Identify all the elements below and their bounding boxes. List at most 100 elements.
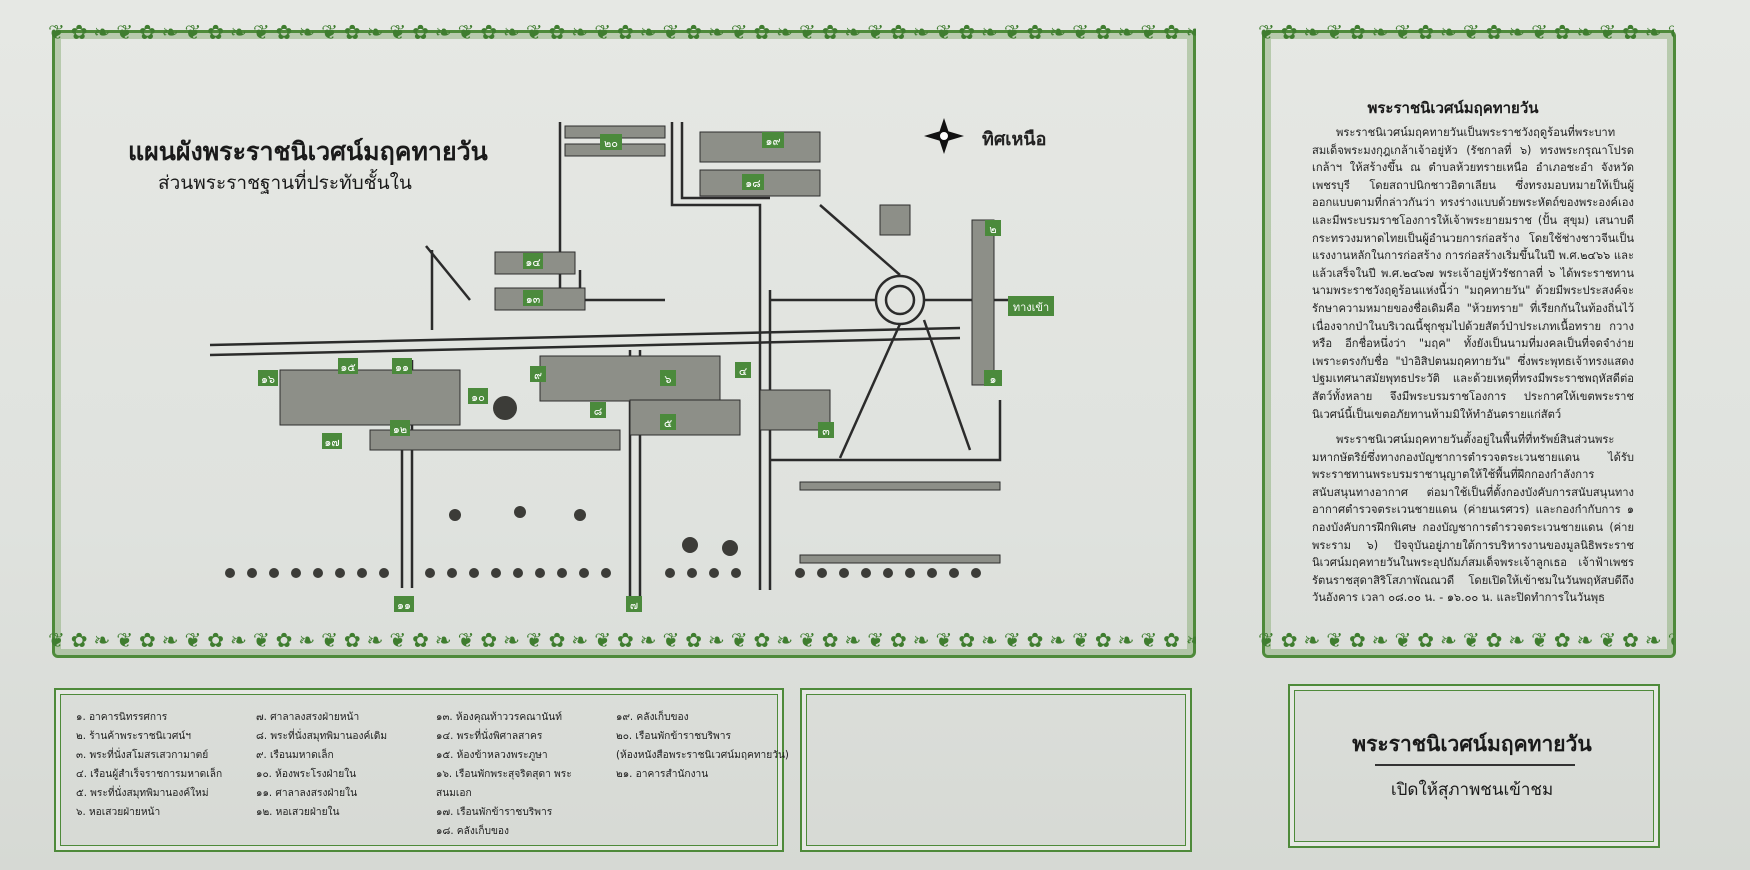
legend-item: ๕. พระที่นั่งสมุทพิมานองค์ใหม่ xyxy=(76,788,209,799)
north-label: ทิศเหนือ xyxy=(982,129,1047,150)
marker-19-label: ๑๙ xyxy=(765,135,780,148)
marker-6 xyxy=(660,370,676,386)
map-markers: ๒๐ ๑๙ ๑๘ ๒ ทางเข้า ๑ ๑๔ ๑๓ ๑๖ ๑๕ ๑๑ ๑๐ ๑… xyxy=(258,132,1054,612)
map-subtitle: ส่วนพระราชฐานที่ประทับชั้นใน xyxy=(158,172,412,194)
entrance-tag xyxy=(1008,296,1054,316)
legend-column-4: ๑๙. คลังเก็บของ ๒๐. เรือนพักข้าราชบริพาร… xyxy=(616,708,816,841)
tree-rows xyxy=(225,396,981,578)
legend-item: ๑๙. คลังเก็บของ xyxy=(616,712,689,723)
info-title: พระราชนิเวศน์มฤคทายวัน xyxy=(1352,732,1592,756)
marker-11-bottom-label: ๑๑ xyxy=(397,599,411,612)
marker-9-label: ๙ xyxy=(534,369,542,382)
marker-18-label: ๑๘ xyxy=(745,177,760,190)
legend-item: ๔. เรือนผู้สำเร็จราชการมหาดเล็ก xyxy=(76,769,223,780)
road-main-east-west xyxy=(209,326,961,347)
north-arrow-icon xyxy=(924,118,964,154)
marker-8-label: ๘ xyxy=(594,405,603,418)
marker-5 xyxy=(660,414,676,430)
legend-item: ๒๐. เรือนพักข้าราชบริพาร xyxy=(616,731,731,742)
marker-5-label: ๕ xyxy=(664,417,672,430)
marker-16-label: ๑๖ xyxy=(261,373,275,386)
info-subtitle: เปิดให้สุภาพชนเข้าชม xyxy=(1390,780,1554,800)
building-5 xyxy=(629,399,741,436)
road-network xyxy=(209,122,1012,600)
legend-item: ๑๗. เรือนพักข้าราชบริพาร xyxy=(436,807,553,818)
legend-item: ๑๔. พระที่นั่งพิศาลสาคร xyxy=(436,731,543,742)
legend-item: ๘. พระที่นั่งสมุทพิมานองค์เดิม xyxy=(256,731,388,742)
legend-column-1: ๑. อาคารนิทรรศการ ๒. ร้านค้าพระราชนิเวศน… xyxy=(76,708,242,841)
marker-12-label: ๑๒ xyxy=(393,423,407,436)
legend-item: ๑๒. หอเสวยฝ่ายใน xyxy=(256,807,340,818)
legend-item: ๗. ศาลาลงสรงฝ่ายหน้า xyxy=(256,712,360,723)
marker-16 xyxy=(258,370,278,386)
legend-item: ๑๑. ศาลาลงสรงฝ่ายใน xyxy=(256,788,358,799)
legend-column-2: ๗. ศาลาลงสรงฝ่ายหน้า ๘. พระที่นั่งสมุทพิ… xyxy=(256,708,422,841)
legend-item: ๑๓. ห้องคุณท้าววรคณานันท์ xyxy=(436,712,562,723)
legend-item: ๑๐. ห้องพระโรงฝ่ายใน xyxy=(256,769,357,780)
history-paragraph-2: พระราชนิเวศน์มฤคทายวันตั้งอยู่ในพื้นที่ท… xyxy=(1312,433,1634,605)
legend-item: ๒๑. อาคารสำนักงาน xyxy=(616,769,709,780)
marker-19 xyxy=(762,132,784,148)
marker-20 xyxy=(600,134,622,150)
map-frame xyxy=(52,30,1196,658)
legend: ๑. อาคารนิทรรศการ ๒. ร้านค้าพระราชนิเวศน… xyxy=(76,708,816,841)
legend-column-3: ๑๓. ห้องคุณท้าววรคณานันท์ ๑๔. พระที่นั่ง… xyxy=(436,708,602,841)
marker-1 xyxy=(984,370,1002,386)
marker-13-label: ๑๓ xyxy=(526,293,541,306)
marker-11-label: ๑๑ xyxy=(395,361,409,374)
marker-8 xyxy=(590,402,606,418)
map-title: แผนผังพระราชนิเวศน์มฤคทายวัน xyxy=(128,137,488,166)
history-paragraph-1: พระราชนิเวศน์มฤคทายวันเป็นพระราชวังฤดูร้… xyxy=(1312,126,1634,421)
marker-20-label: ๒๐ xyxy=(604,137,618,150)
marker-9 xyxy=(530,366,546,382)
marker-14-label: ๑๔ xyxy=(525,256,540,269)
legend-item: ๓. พระที่นั่งสโมสรเสวกามาตย์ xyxy=(76,750,209,761)
building-19 xyxy=(699,131,821,163)
marker-13 xyxy=(523,290,543,306)
history-body: พระราชนิเวศน์มฤคทายวันเป็นพระราชวังฤดูร้… xyxy=(1312,124,1634,615)
legend-item: ๑. อาคารนิทรรศการ xyxy=(76,712,168,723)
marker-17 xyxy=(322,433,342,449)
marker-11 xyxy=(392,358,412,374)
marker-2-label: ๒ xyxy=(989,223,996,236)
history-title: พระราชนิเวศน์มฤคทายวัน xyxy=(1367,99,1539,117)
info-box xyxy=(1288,684,1660,848)
vine-border-history-top: ❦✿❧❦✿❧❦✿❧❦✿❧❦✿❧❦✿❧❦✿❧ xyxy=(1258,22,1674,42)
marker-14 xyxy=(523,253,543,269)
marker-2 xyxy=(985,220,1001,236)
marker-4-label: ๔ xyxy=(739,365,747,378)
building-2 xyxy=(971,219,995,386)
marker-10-label: ๑๐ xyxy=(471,391,485,404)
building-8 xyxy=(539,355,721,402)
legend-item: (ห้องหนังสือพระราชนิเวศน์มฤคทายวัน) xyxy=(616,750,789,761)
info-divider xyxy=(1375,764,1575,766)
entrance-label: ทางเข้า xyxy=(1013,301,1049,314)
marker-12 xyxy=(390,420,410,436)
marker-6-label: ๖ xyxy=(665,373,672,386)
legend-item: ๑๕. ห้องข้าหลวงพระภูษา xyxy=(436,750,548,761)
legend-item: ๙. เรือนมหาดเล็ก xyxy=(256,750,334,761)
marker-1-label: ๑ xyxy=(990,373,997,386)
marker-10 xyxy=(468,388,488,404)
building-11 xyxy=(279,369,461,426)
marker-7-label: ๗ xyxy=(630,599,638,612)
legend-box xyxy=(54,688,784,852)
marker-15 xyxy=(338,358,358,374)
vine-border-top: ❦✿❧❦✿❧❦✿❧❦✿❧❦✿❧❦✿❧❦✿❧❦✿❧❦✿❧❦✿❧❦✿❧❦✿❧❦✿❧❦… xyxy=(48,22,1196,42)
marker-7 xyxy=(626,596,642,612)
history-frame xyxy=(1262,30,1676,658)
marker-17-label: ๑๗ xyxy=(324,436,339,449)
building-10 xyxy=(369,429,621,451)
marker-18 xyxy=(742,174,764,190)
marker-3 xyxy=(818,422,834,438)
marker-15-label: ๑๕ xyxy=(340,361,355,374)
legend-item: ๖. หอเสวยฝ่ายหน้า xyxy=(76,807,161,818)
blank-panel xyxy=(800,688,1192,852)
marker-11-bottom xyxy=(394,596,414,612)
legend-item: ๒. ร้านค้าพระราชนิเวศน์ฯ xyxy=(76,731,191,742)
vine-border-bottom: ❦✿❧❦✿❧❦✿❧❦✿❧❦✿❧❦✿❧❦✿❧❦✿❧❦✿❧❦✿❧❦✿❧❦✿❧❦✿❧❦… xyxy=(48,630,1196,650)
legend-item: ๑๘. คลังเก็บของ xyxy=(436,826,510,837)
marker-4 xyxy=(735,362,751,378)
